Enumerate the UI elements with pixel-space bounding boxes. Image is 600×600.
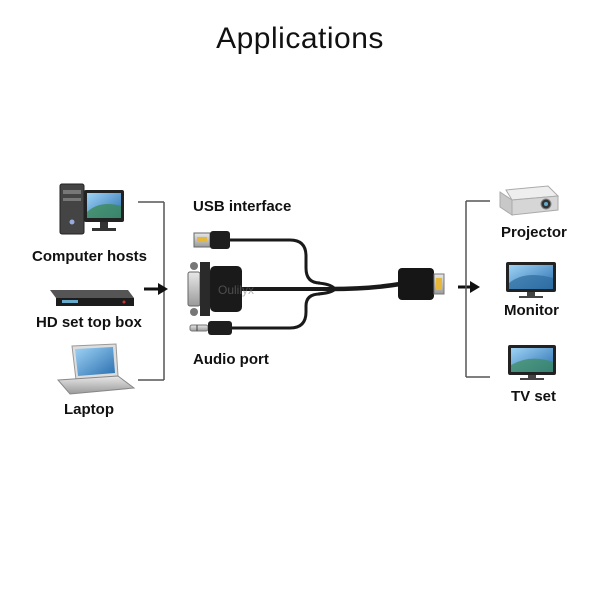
label-computer-hosts: Computer hosts <box>32 248 148 265</box>
monitor-icon <box>506 262 556 298</box>
label-usb-interface: USB interface <box>193 198 292 215</box>
label-monitor: Monitor <box>504 302 559 319</box>
laptop-icon <box>56 343 136 395</box>
left-arrow <box>144 283 168 295</box>
page-title: Applications <box>216 22 384 55</box>
tv-icon <box>508 345 556 380</box>
label-hd-set-top-box: HD set top box <box>36 314 142 331</box>
label-audio-port: Audio port <box>193 351 269 368</box>
vga-connector <box>187 262 242 316</box>
set-top-box-icon <box>50 290 134 306</box>
label-projector: Projector <box>501 224 567 241</box>
usb-connector <box>193 231 230 249</box>
desktop-computer-icon <box>59 183 124 235</box>
projector-icon <box>499 185 560 216</box>
right-bracket <box>465 200 490 378</box>
hdmi-connector <box>398 268 445 300</box>
label-tv-set: TV set <box>511 388 557 405</box>
audio-jack-connector <box>189 321 232 335</box>
watermark-text: Oulilyx <box>218 283 254 297</box>
adapter-cable: Oulilyx <box>187 231 445 335</box>
label-laptop: Laptop <box>64 401 114 418</box>
right-arrow <box>458 281 480 293</box>
